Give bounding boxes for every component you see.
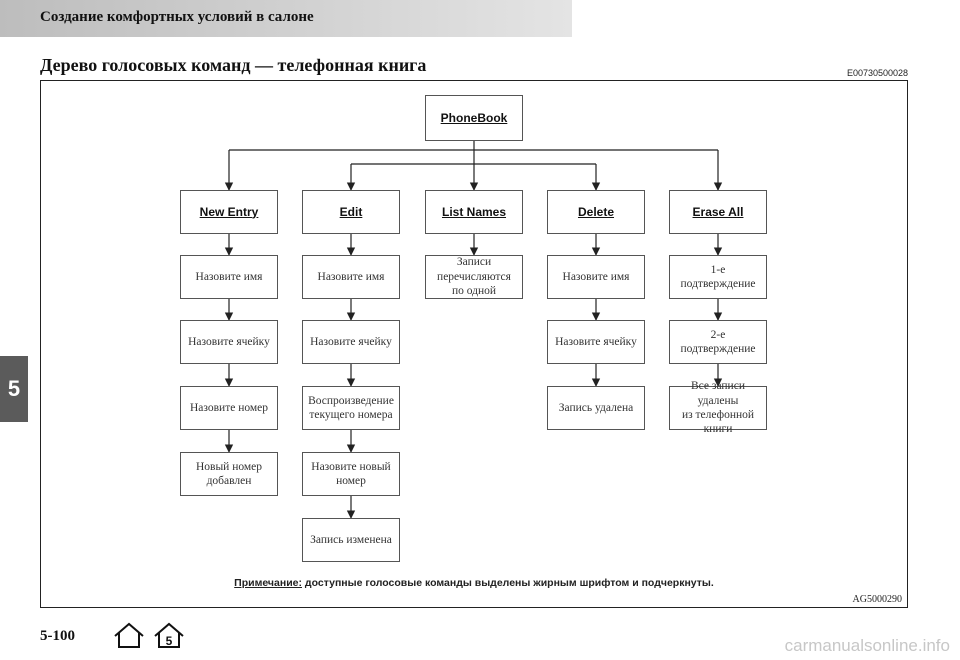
watermark: carmanualsonline.info: [784, 636, 950, 655]
command-delete-box: Delete: [547, 190, 645, 234]
prompt-step-box: 2-е подтверждение: [669, 320, 767, 364]
prompt-step-box: Назовите имя: [547, 255, 645, 299]
prompt-step-box: Запись изменена: [302, 518, 400, 562]
svg-text:5: 5: [166, 634, 173, 648]
home-icon[interactable]: [112, 622, 146, 650]
diagram-frame: [40, 80, 908, 608]
command-erase-all-box: Erase All: [669, 190, 767, 234]
command-list-names-box: List Names: [425, 190, 523, 234]
note-text: доступные голосовые команды выделены жир…: [302, 577, 714, 589]
prompt-step-box: Назовите номер: [180, 386, 278, 430]
document-code: E00730500028: [846, 68, 908, 78]
note-lead: Примечание:: [234, 577, 303, 589]
prompt-step-box: Новый номер добавлен: [180, 452, 278, 496]
prompt-step-box: Воспроизведение текущего номера: [302, 386, 400, 430]
prompt-step-box: Назовите новый номер: [302, 452, 400, 496]
section-header-band: Создание комфортных условий в салоне: [0, 0, 572, 37]
page-number: 5-100: [40, 628, 75, 644]
command-edit-box: Edit: [302, 190, 400, 234]
prompt-step-box: Запись удалена: [547, 386, 645, 430]
prompt-step-box: Назовите ячейку: [302, 320, 400, 364]
chapter-tab[interactable]: 5: [0, 356, 28, 422]
prompt-step-box: Все записи удалены из телефонной книги: [669, 380, 767, 435]
prompt-step-box: 1-е подтверждение: [669, 255, 767, 299]
prompt-step-box: Записи перечисляются по одной: [425, 255, 523, 299]
navigation-icons: 5: [112, 622, 186, 650]
diagram-note: Примечание: доступные голосовые команды …: [40, 577, 908, 589]
page-title: Дерево голосовых команд — телефонная кни…: [40, 55, 427, 75]
prompt-step-box: Назовите имя: [180, 255, 278, 299]
prompt-step-box: Назовите имя: [302, 255, 400, 299]
figure-code: AG5000290: [852, 594, 902, 605]
section-title: Создание комфортных условий в салоне: [40, 9, 314, 25]
prompt-step-box: Назовите ячейку: [547, 320, 645, 364]
phonebook-root-box: PhoneBook: [425, 95, 523, 141]
command-new-entry-box: New Entry: [180, 190, 278, 234]
prompt-step-box: Назовите ячейку: [180, 320, 278, 364]
chapter-home-icon[interactable]: 5: [152, 622, 186, 650]
